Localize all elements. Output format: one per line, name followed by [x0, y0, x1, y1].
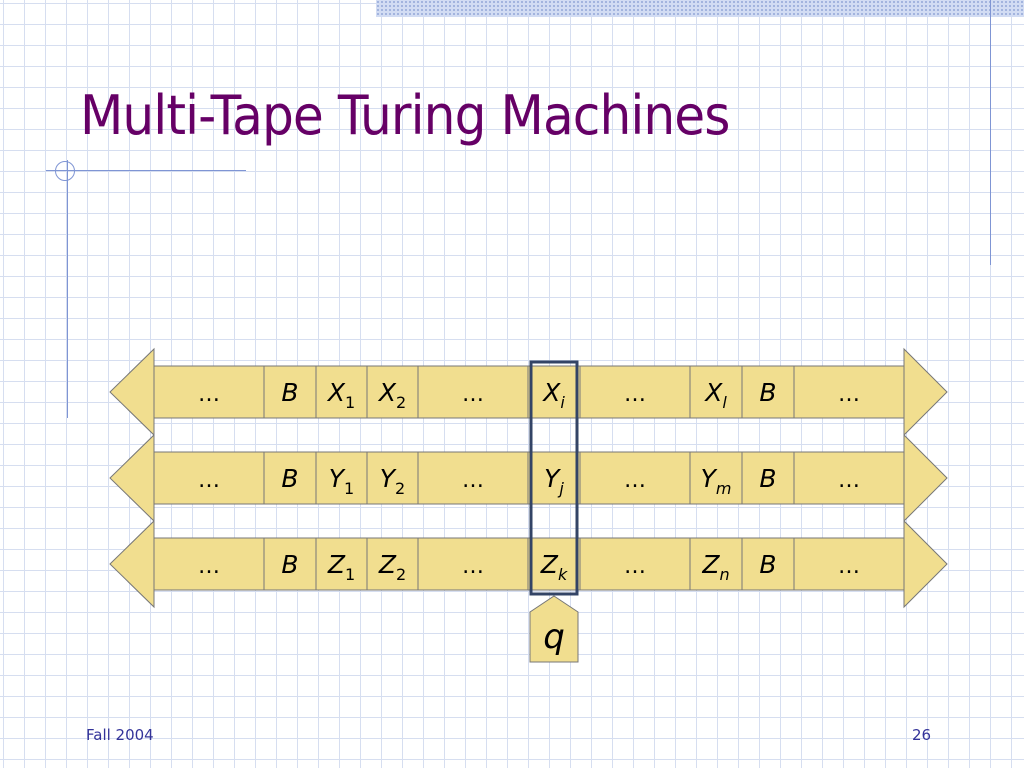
tape-cell: [315, 365, 368, 419]
tape-symbol: …: [198, 468, 220, 493]
tape-cell: [263, 451, 317, 505]
tape-cell: [741, 365, 795, 419]
tape-symbol: Zk: [540, 550, 568, 584]
tape-symbol: …: [198, 382, 220, 407]
tape-cell: [153, 365, 265, 419]
tape-symbol: Y1: [329, 464, 354, 498]
tape-symbol: …: [462, 382, 484, 407]
tape-symbol: …: [838, 554, 860, 579]
tape-symbol: B: [281, 464, 298, 493]
tape-symbol: Y2: [380, 464, 405, 498]
tape-cell: [366, 537, 419, 591]
tape-cell: [689, 451, 743, 505]
tape-3: … B Z1 Z2 … Zk … Zn B …: [109, 519, 948, 609]
tape-right-arrow: [903, 519, 948, 609]
tape-symbol: Xi: [541, 378, 565, 412]
tape-symbol: Zn: [701, 550, 729, 584]
tape-cell: [579, 365, 691, 419]
tape-cell: [741, 451, 795, 505]
tape-cell: [689, 365, 743, 419]
head-state-label: q: [543, 617, 565, 657]
tape-symbol: Ym: [701, 464, 732, 498]
tape-symbol: B: [759, 550, 776, 579]
tape-cell: [153, 537, 265, 591]
head-column-outline: [529, 360, 579, 596]
tape-symbol: B: [281, 378, 298, 407]
tape-right-arrow: [903, 433, 948, 523]
tape-left-arrow: [109, 519, 155, 609]
header-decor-band: [376, 0, 1024, 17]
tape-cell: [527, 451, 581, 505]
tape-1: … B X1 X2 … Xi … Xl B …: [109, 347, 948, 437]
tape-cell: [315, 451, 368, 505]
tape-cell: [793, 365, 905, 419]
tape-cell: [366, 365, 419, 419]
tape-symbol: X2: [377, 378, 406, 412]
tape-left-arrow: [109, 433, 155, 523]
tape-symbol: …: [624, 554, 646, 579]
tape-symbol: B: [759, 378, 776, 407]
page-number: 26: [912, 726, 932, 744]
decor-rule-vertical: [67, 160, 68, 418]
tape-cell: [527, 537, 581, 591]
tape-2: … B Y1 Y2 … Yj … Ym B …: [109, 433, 948, 523]
tape-symbol: …: [838, 382, 860, 407]
slide-title: Multi-Tape Turing Machines: [80, 84, 730, 147]
decor-rule-right: [990, 0, 991, 265]
tape-left-arrow: [109, 347, 155, 437]
tape-symbol: Yj: [544, 464, 564, 498]
tape-cell: [741, 537, 795, 591]
tape-symbol: …: [462, 554, 484, 579]
footer-date: Fall 2004: [86, 726, 154, 744]
tape-symbol: Xl: [703, 378, 727, 412]
tape-cell: [793, 537, 905, 591]
tape-symbol: Z1: [327, 550, 355, 584]
tape-right-arrow: [903, 347, 948, 437]
tape-symbol: …: [462, 468, 484, 493]
tape-cell: [579, 537, 691, 591]
tape-symbol: Z2: [378, 550, 406, 584]
tape-symbol: X1: [326, 378, 355, 412]
tape-symbol: …: [838, 468, 860, 493]
tape-symbol: …: [198, 554, 220, 579]
decor-rule-horizontal: [46, 170, 246, 171]
tape-cell: [793, 451, 905, 505]
tape-cell: [417, 537, 529, 591]
tape-cell: [366, 451, 419, 505]
head-pointer: [529, 595, 579, 663]
tape-cell: [315, 537, 368, 591]
tape-cell: [263, 537, 317, 591]
tape-cell: [417, 451, 529, 505]
tape-symbol: B: [281, 550, 298, 579]
tape-symbol: B: [759, 464, 776, 493]
tape-cell: [153, 451, 265, 505]
tape-symbol: …: [624, 468, 646, 493]
decor-ring: [55, 161, 75, 181]
tape-symbol: …: [624, 382, 646, 407]
